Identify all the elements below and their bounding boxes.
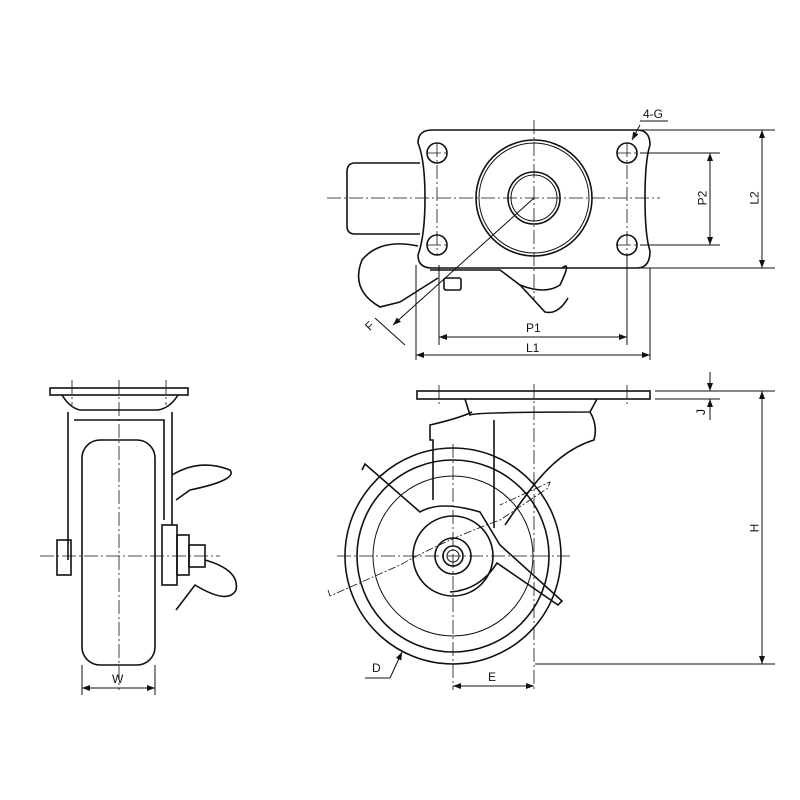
- w-label: W: [112, 672, 124, 686]
- holes-label: 4-G: [643, 107, 664, 121]
- l1-label: L1: [526, 341, 540, 355]
- side-top-plate: [416, 390, 651, 400]
- p2-label: P2: [695, 190, 710, 206]
- h-label: H: [747, 523, 762, 533]
- brake-pedal: [361, 462, 564, 607]
- d-label: D: [372, 661, 381, 675]
- e-label: E: [488, 670, 497, 684]
- p1-label: P1: [526, 321, 541, 335]
- front-wheel: [81, 439, 156, 666]
- brake-lever: [357, 243, 439, 308]
- top-plate: [417, 129, 651, 269]
- side-view: [327, 372, 775, 690]
- top-view: [327, 120, 775, 360]
- front-view: [40, 380, 238, 695]
- j-label: J: [694, 409, 708, 415]
- stem-housing: [346, 162, 420, 235]
- l2-label: L2: [747, 191, 762, 205]
